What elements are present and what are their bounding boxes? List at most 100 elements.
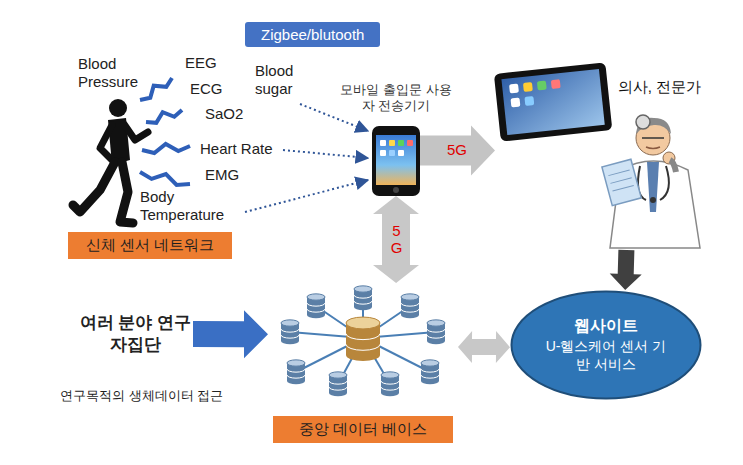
database-cylinder xyxy=(329,372,347,396)
tablet xyxy=(523,82,533,92)
smartphone xyxy=(407,140,413,146)
database-cylinder xyxy=(401,309,419,312)
database-cylinder xyxy=(427,320,445,344)
doctor xyxy=(642,137,664,139)
node-text: 모바일 출입문 사용자 전송기기 xyxy=(338,82,454,115)
doctor xyxy=(608,170,629,176)
database-cylinder xyxy=(346,344,380,350)
database-cylinder xyxy=(427,335,445,338)
database-cylinder xyxy=(381,372,399,378)
smartphone xyxy=(380,150,386,156)
doctor xyxy=(647,162,659,212)
database-cylinder xyxy=(381,387,399,390)
database-cylinder xyxy=(354,286,372,310)
mobile-device: 모바일 출입문 사용자 전송기기 xyxy=(338,82,454,198)
database-cylinder xyxy=(381,381,399,384)
database-cylinder xyxy=(281,320,299,326)
database-cluster xyxy=(281,286,445,396)
database-cylinder xyxy=(287,375,305,378)
database-cylinder xyxy=(307,294,325,300)
dotted-signal-arrows xyxy=(300,104,368,131)
database-cylinder xyxy=(281,329,299,332)
dotted-signal-arrows xyxy=(245,180,368,212)
node-text: 중앙 데이터 베이스 xyxy=(273,416,453,443)
node-text: 웹사이트 xyxy=(574,316,638,337)
block-arrow xyxy=(458,331,510,363)
node-text: 의사, 전문가 xyxy=(618,78,701,97)
smartphone xyxy=(393,187,399,193)
smartphone xyxy=(389,150,395,156)
tablet xyxy=(494,62,612,141)
central-database: 중앙 데이터 베이스 xyxy=(268,283,458,443)
signal-bolt xyxy=(146,110,182,123)
signal-bolt xyxy=(140,172,190,185)
signal-bolt xyxy=(142,144,190,153)
database-cylinder xyxy=(287,369,305,372)
database-cylinder xyxy=(287,360,305,366)
database-cylinder xyxy=(427,320,445,326)
smartphone xyxy=(372,126,420,196)
runner-silhouette xyxy=(73,99,148,223)
runner-silhouette xyxy=(73,162,115,212)
node-text: 여러 분야 연구자집단 xyxy=(78,312,193,356)
doctor xyxy=(602,159,641,205)
database-cylinder xyxy=(381,372,399,396)
smartphone xyxy=(376,135,416,185)
annotation-label: Body Temperature xyxy=(140,188,244,224)
annotation-label: SaO2 xyxy=(205,105,243,123)
database-cylinder xyxy=(421,375,439,378)
tablet xyxy=(510,97,520,107)
database-cylinder xyxy=(381,390,399,396)
tablet xyxy=(551,79,561,89)
database-cylinder xyxy=(354,301,372,304)
doctor xyxy=(602,159,641,205)
database-cylinder xyxy=(354,304,372,310)
database-cylinder xyxy=(307,294,325,318)
database-cylinder xyxy=(346,317,380,361)
doctor xyxy=(636,115,650,129)
database-cylinder xyxy=(401,294,419,300)
website-ellipse: 웹사이트U-헬스케어 센서 기반 서비스 xyxy=(510,290,702,400)
doctor xyxy=(646,147,660,149)
block-arrow xyxy=(193,310,268,358)
dotted-signal-arrows xyxy=(245,104,368,212)
doctor-group: 의사, 전문가 xyxy=(495,62,707,250)
annotation-label: EMG xyxy=(205,166,239,184)
sensor-network-band: 신체 센서 네트워크 xyxy=(68,232,232,259)
smartphone xyxy=(398,140,404,146)
database-cylinder xyxy=(346,349,380,361)
protocol-box: Zigbee/blutooth xyxy=(245,22,380,47)
database-cylinder xyxy=(307,309,325,312)
tablet xyxy=(509,84,519,94)
doctor xyxy=(638,166,669,200)
database-cylinder xyxy=(307,312,325,318)
database-cylinder xyxy=(427,329,445,332)
database-cylinder xyxy=(307,303,325,306)
tablet xyxy=(494,62,612,141)
database-cylinder xyxy=(421,378,439,384)
database-cylinder xyxy=(401,303,419,306)
smartphone xyxy=(389,140,395,146)
tablet xyxy=(501,69,604,135)
database-cylinder xyxy=(329,372,347,378)
researcher-group: 여러 분야 연구자집단 xyxy=(78,312,193,356)
runner-silhouette xyxy=(120,162,133,223)
doctor xyxy=(670,160,676,172)
doctor xyxy=(610,178,631,184)
ellipse-shape xyxy=(512,292,701,399)
signal-bolts xyxy=(140,78,190,185)
database-cylinder xyxy=(401,294,419,318)
annotation-label: Heart Rate xyxy=(200,140,273,158)
smartphone xyxy=(398,150,404,156)
doctor xyxy=(613,185,634,191)
edge-label: 5G xyxy=(447,142,467,159)
annotation-label: ECG xyxy=(190,80,223,98)
edge-label: 5 G xyxy=(389,223,404,256)
database-cylinder xyxy=(329,390,347,396)
runner-silhouette xyxy=(100,125,112,160)
database-cylinder xyxy=(421,360,439,384)
tablet xyxy=(537,81,547,91)
database-cylinder xyxy=(354,295,372,298)
database-cylinder xyxy=(346,317,380,329)
